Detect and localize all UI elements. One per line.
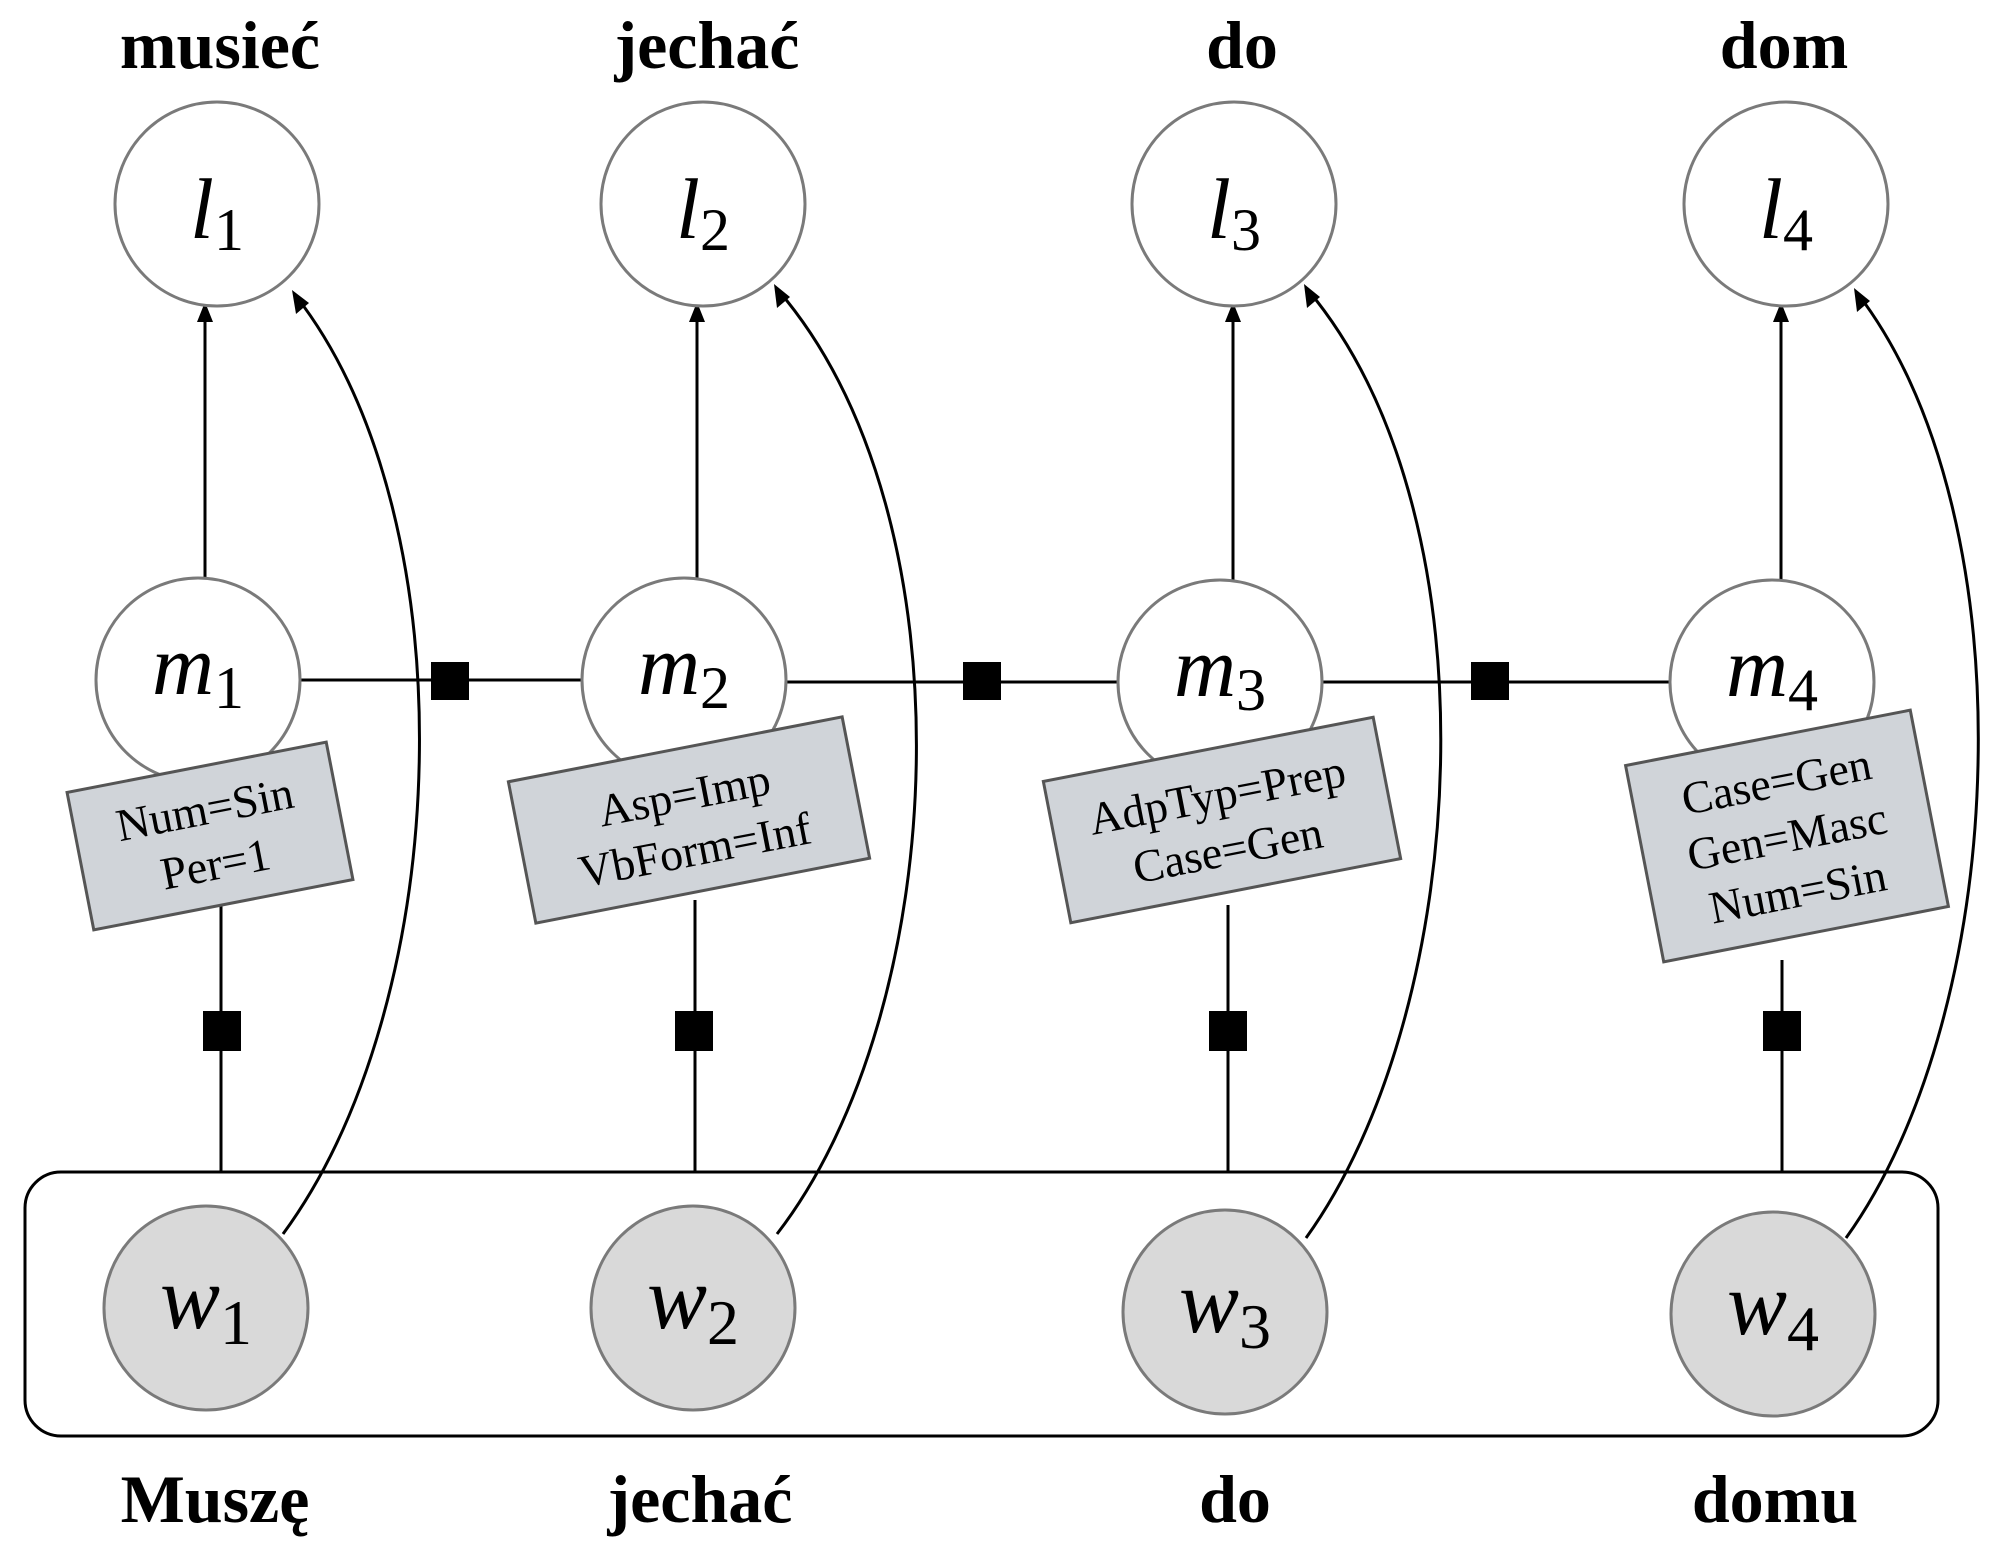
form-2: jechać [606, 1461, 792, 1537]
node-m2: m2 [580, 576, 788, 784]
tag-box-1-bg [65, 740, 355, 932]
node-l4-circle [1682, 100, 1890, 308]
edge-w4-l4 [1844, 293, 1980, 1239]
lemma-row: musieć jechać do dom [120, 7, 1848, 83]
node-w4-label: w4 [1727, 1255, 1819, 1364]
word-nodes: w1 w2 w3 w4 [102, 1204, 1877, 1418]
arrowhead-l4 [1773, 302, 1789, 322]
lemma-4: dom [1720, 7, 1848, 83]
node-w1: w1 [102, 1204, 310, 1412]
w-to-m-edges [203, 885, 1801, 1172]
node-l4: l4 [1682, 100, 1890, 308]
factor-w2-m2 [675, 1011, 713, 1051]
node-m2-label: m2 [638, 617, 730, 721]
observed-words-plate [23, 1170, 1940, 1438]
node-l4-label: l4 [1759, 161, 1813, 263]
node-w1-label: w1 [160, 1249, 252, 1358]
node-w3-label: w3 [1179, 1253, 1271, 1362]
node-w2: w2 [589, 1204, 797, 1412]
w-to-l-edges [281, 284, 1980, 1239]
tag-box-4-bg [1623, 708, 1951, 964]
form-3: do [1199, 1461, 1271, 1537]
factor-w1-m1 [203, 1011, 241, 1051]
node-w3: w3 [1121, 1208, 1329, 1416]
node-l1-label: l1 [190, 161, 244, 263]
node-l3-circle [1130, 100, 1338, 308]
arrowhead-w4-l4 [1854, 288, 1870, 312]
edge-w2-l2 [775, 289, 918, 1235]
factor-w3-m3 [1209, 1011, 1247, 1051]
arrowhead-l1 [197, 302, 213, 322]
node-m1-label: m1 [152, 617, 244, 721]
tag-box-4: Case=Gen Gen=Masc Num=Sin [1623, 708, 1951, 964]
factor-w4-m4 [1763, 1011, 1801, 1051]
arrowhead-w3-l3 [1304, 284, 1320, 308]
edge-w3-l3 [1304, 289, 1443, 1239]
tag-box-1: Num=Sin Per=1 [65, 740, 355, 932]
node-w2-label: w2 [647, 1249, 739, 1358]
node-m4-label: m4 [1726, 619, 1818, 723]
form-4: domu [1692, 1461, 1858, 1537]
m-chain-edges [300, 662, 1670, 700]
lemma-2: jechać [613, 7, 799, 83]
node-l1: l1 [113, 100, 321, 308]
lemma-3: do [1206, 7, 1278, 83]
node-l1-circle [113, 100, 321, 308]
factor-m3-m4 [1471, 662, 1509, 700]
node-m3-label: m3 [1174, 619, 1266, 723]
m-to-l-edges [197, 302, 1789, 588]
node-w4-circle [1669, 1210, 1877, 1418]
node-l3: l3 [1130, 100, 1338, 308]
arrowhead-l2 [689, 302, 705, 322]
tag-box-2-bg [506, 715, 872, 925]
node-l2: l2 [599, 100, 807, 308]
tag-boxes: Num=Sin Per=1 Asp=Imp VbForm=Inf AdpTyp=… [65, 708, 1951, 964]
tag-box-2: Asp=Imp VbForm=Inf [506, 715, 872, 925]
arrowhead-w1-l1 [292, 290, 309, 314]
arrowhead-l3 [1225, 302, 1241, 322]
node-w2-circle [589, 1204, 797, 1412]
lemma-nodes: l1 l2 l3 l4 [113, 100, 1890, 308]
node-w4: w4 [1669, 1210, 1877, 1418]
form-1: Muszę [121, 1461, 310, 1537]
factor-m1-m2 [431, 662, 469, 700]
lemma-1: musieć [120, 7, 320, 83]
node-l2-circle [599, 100, 807, 308]
node-w3-circle [1121, 1208, 1329, 1416]
edge-w1-l1 [281, 295, 421, 1235]
factor-m2-m3 [963, 662, 1001, 700]
form-row: Muszę jechać do domu [121, 1461, 1859, 1537]
node-l2-label: l2 [676, 161, 730, 263]
node-w1-circle [102, 1204, 310, 1412]
node-m1: m1 [94, 576, 302, 784]
arrowhead-w2-l2 [774, 284, 790, 308]
tag-box-3-bg [1041, 715, 1403, 925]
node-l3-label: l3 [1207, 161, 1261, 263]
tag-box-3: AdpTyp=Prep Case=Gen [1041, 715, 1403, 925]
